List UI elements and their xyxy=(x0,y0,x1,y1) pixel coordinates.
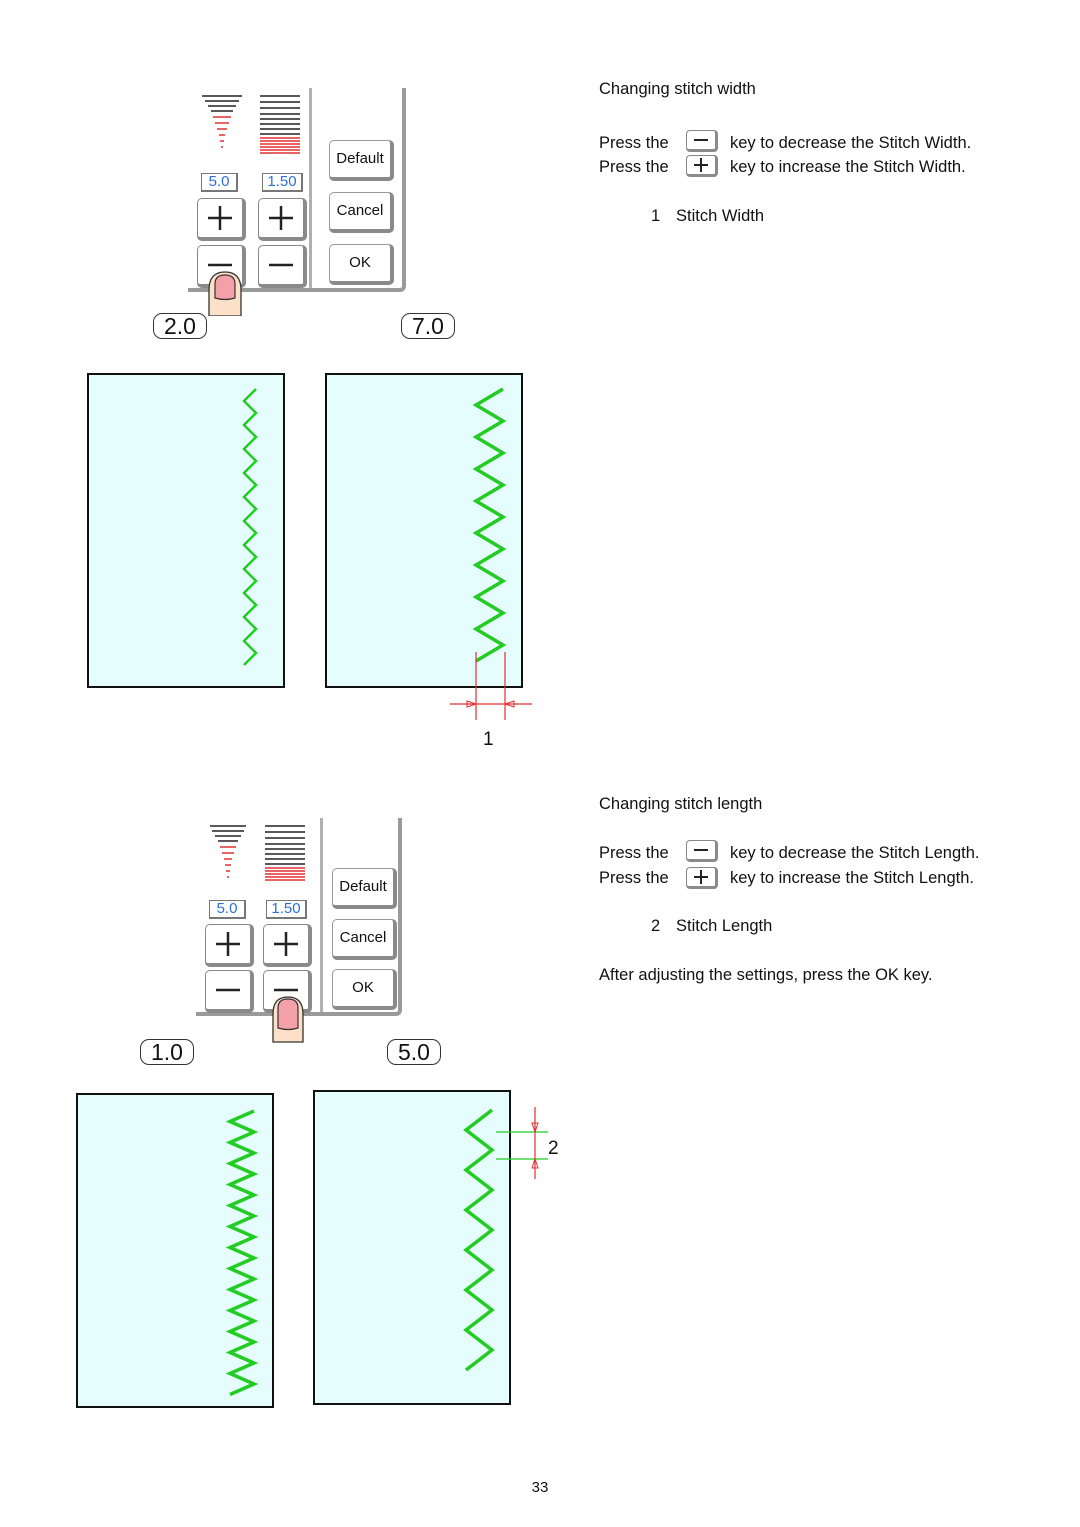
width-plus-button[interactable] xyxy=(205,924,254,967)
width-gauge-icon xyxy=(210,825,246,878)
fabric-narrow-width xyxy=(87,373,285,688)
zigzag-stitch-line xyxy=(242,388,258,666)
zigzag-stitch xyxy=(463,1108,495,1372)
default-button[interactable]: Default xyxy=(329,140,394,181)
increase-width-text: key to increase the Stitch Width. xyxy=(730,158,966,176)
length-plus-button[interactable] xyxy=(263,924,312,967)
heading-width: Changing stitch width xyxy=(599,80,756,98)
ok-button[interactable]: OK xyxy=(332,969,397,1010)
length-plus-button[interactable] xyxy=(258,198,307,241)
cancel-button[interactable]: Cancel xyxy=(332,919,397,960)
heading-length: Changing stitch length xyxy=(599,795,763,813)
zigzag-stitch xyxy=(242,388,258,666)
minus-key-icon xyxy=(269,263,293,267)
length-badge-min: 1.0 xyxy=(140,1039,194,1065)
legend-stitch-width: Stitch Width xyxy=(676,207,765,225)
zigzag-stitch xyxy=(225,1109,259,1397)
decrease-width-text: key to decrease the Stitch Width. xyxy=(730,134,972,152)
plus-key-icon xyxy=(694,158,708,172)
legend-number-2: 2 xyxy=(651,917,661,935)
decrease-length-text: key to decrease the Stitch Length. xyxy=(730,844,980,862)
minus-key-icon xyxy=(208,263,232,267)
page-number: 33 xyxy=(531,1479,549,1496)
ok-button[interactable]: OK xyxy=(329,244,394,285)
increase-length-text: key to increase the Stitch Length. xyxy=(730,869,974,887)
press-the-label: Press the xyxy=(599,844,669,862)
width-control-panel: 5.0 1.50 Default Cancel OK xyxy=(188,88,408,293)
zigzag-stitch-line xyxy=(463,1108,495,1372)
length-value: 1.50 xyxy=(262,173,303,192)
zigzag-stitch-line xyxy=(472,387,507,663)
callout-2: 2 xyxy=(548,1138,559,1159)
width-value: 5.0 xyxy=(209,900,246,919)
default-button[interactable]: Default xyxy=(332,868,397,909)
minus-key-icon xyxy=(694,849,708,851)
press-the-label: Press the xyxy=(599,869,669,887)
finger-icon xyxy=(272,996,304,1043)
fabric-wide-width xyxy=(325,373,523,688)
fabric-short-length xyxy=(76,1093,274,1408)
length-badge-max: 5.0 xyxy=(387,1039,441,1065)
width-plus-button[interactable] xyxy=(197,198,246,241)
plus-key-icon xyxy=(694,870,708,884)
width-badge-min: 2.0 xyxy=(153,313,207,339)
legend-stitch-length: Stitch Length xyxy=(676,917,773,935)
plus-key-icon xyxy=(208,206,232,230)
inline-plus-key xyxy=(686,155,718,177)
width-dimension-marker xyxy=(450,652,532,720)
plus-key-icon xyxy=(216,932,240,956)
plus-key-icon xyxy=(274,932,298,956)
plus-key-icon xyxy=(269,206,293,230)
fabric-long-length xyxy=(313,1090,511,1405)
finger-icon xyxy=(208,271,242,316)
minus-key-icon xyxy=(216,988,240,992)
width-minus-button[interactable] xyxy=(205,970,254,1013)
cancel-button[interactable]: Cancel xyxy=(329,192,394,233)
length-minus-button[interactable] xyxy=(258,245,307,288)
inline-minus-key xyxy=(686,130,718,152)
width-badge-max: 7.0 xyxy=(401,313,455,339)
length-gauge-icon xyxy=(265,825,305,881)
length-gauge-icon xyxy=(260,95,300,154)
minus-key-icon xyxy=(274,988,298,992)
length-value: 1.50 xyxy=(266,900,307,919)
press-the-label: Press the xyxy=(599,134,669,152)
length-dimension-marker xyxy=(496,1107,548,1179)
inline-minus-key xyxy=(686,840,718,862)
press-the-label: Press the xyxy=(599,158,669,176)
after-adjusting-note: After adjusting the settings, press the … xyxy=(599,966,933,984)
width-gauge-icon xyxy=(202,95,242,148)
callout-1: 1 xyxy=(483,729,494,750)
legend-number-1: 1 xyxy=(651,207,661,225)
inline-plus-key xyxy=(686,867,718,889)
width-value: 5.0 xyxy=(201,173,238,192)
zigzag-stitch-line xyxy=(225,1109,259,1397)
minus-key-icon xyxy=(694,139,708,141)
length-control-panel: 5.0 1.50 Default Cancel OK xyxy=(196,818,416,1023)
zigzag-stitch xyxy=(472,387,507,663)
